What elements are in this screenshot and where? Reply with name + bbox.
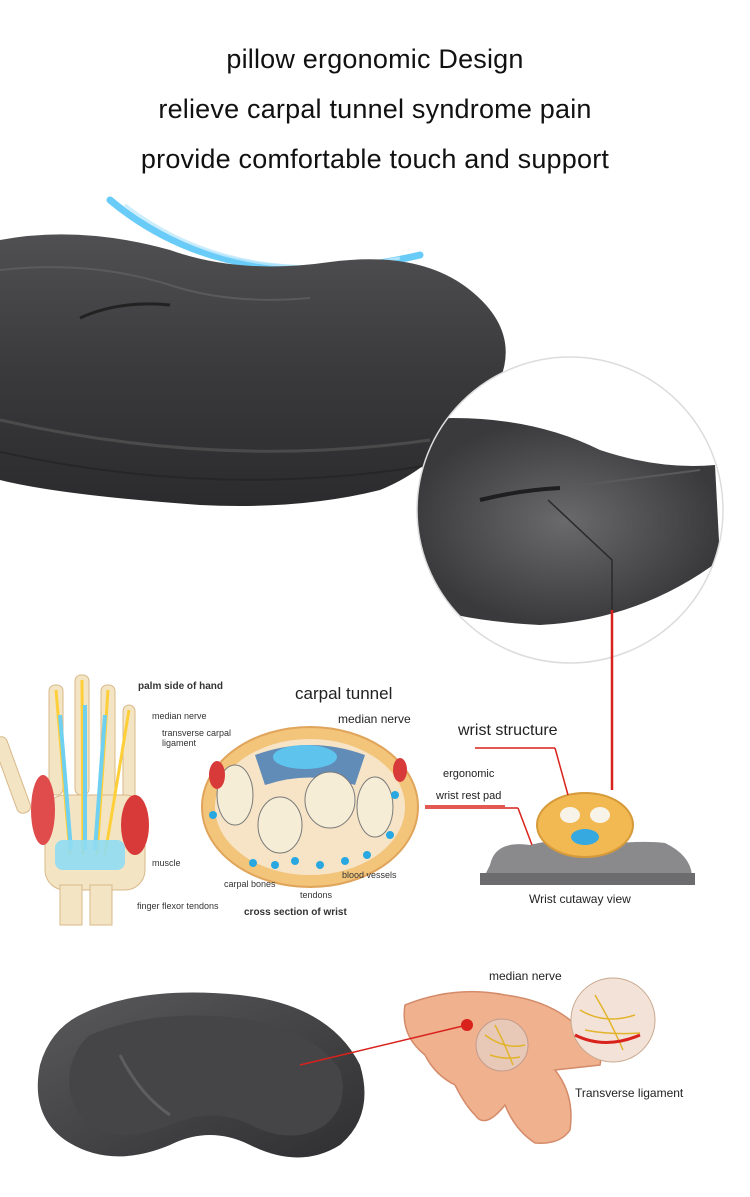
label-transverse-ligament: Transverse ligament [575,1086,684,1100]
pad-body [0,234,506,506]
label-cross-section: cross section of wrist [244,907,347,918]
headline-3: provide comfortable touch and support [140,144,610,174]
label-transverse-carpal: transverse carpal [162,728,232,738]
wrist-structure-title: wrist structure [458,722,558,739]
hand-illustration-bottom [299,977,656,1144]
label-blood-vessels: blood vessels [342,870,397,880]
wrist-cutaway-caption: Wrist cutaway view [529,892,631,906]
wrist-pad-product [37,992,365,1158]
label-ergonomic: ergonomic [443,768,495,780]
label-ligament: ligament [162,738,197,748]
label-muscle: muscle [152,858,181,868]
label-rest-pad: wrist rest pad [436,790,502,802]
palm-title: palm side of hand [138,681,224,692]
label-median-nerve-small: median nerve [152,711,207,721]
label-tendons: tendons [300,890,333,900]
headline-2: relieve carpal tunnel syndrome pain [158,94,592,124]
rest-pad-pointer [425,805,505,807]
wrist-pad-closeup [0,196,724,790]
headline-1: pillow ergonomic Design [226,44,524,74]
label-carpal-tunnel: carpal tunnel [295,684,393,703]
label-median-nerve: median nerve [338,712,411,726]
wrist-cutaway-diagram [425,747,695,885]
label-carpal-bones: carpal bones [224,879,276,889]
label-finger-flexor: finger flexor tendons [137,901,219,911]
label-bottom-median-nerve: median nerve [489,969,562,983]
hand-illustration [0,674,149,926]
wrist-cross-section [201,726,419,888]
